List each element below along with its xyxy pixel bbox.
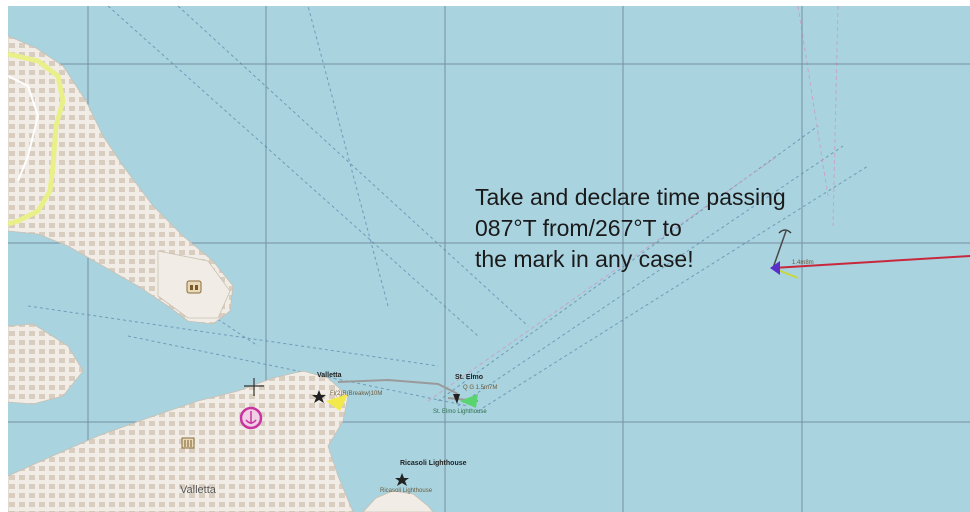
st-elmo-characteristic: Q G 1.5m7M — [463, 385, 498, 391]
valletta-town-label: Valletta — [180, 484, 216, 496]
instruction-line-1: Take and declare time passing — [475, 184, 786, 210]
valletta-light-label: Valletta — [317, 372, 342, 379]
star-icon[interactable] — [395, 473, 409, 486]
coastal-road — [8, 51, 66, 227]
ricasoli-sublabel: Ricasoli Lighthouse — [380, 488, 433, 494]
nautical-chart-map[interactable]: Valletta Fl(2)R(Breakw)10M St. Elmo Q G … — [8, 6, 970, 512]
valletta-light-characteristic: Fl(2)R(Breakw)10M — [330, 391, 383, 397]
land-west-strip — [8, 323, 84, 405]
ricasoli-label: Ricasoli Lighthouse — [400, 460, 467, 467]
land-valletta — [8, 370, 354, 512]
museum-icon[interactable] — [181, 437, 195, 449]
mark-label: 1.4m8m — [792, 260, 814, 266]
instruction-text: Take and declare time passing 087°T from… — [475, 182, 895, 275]
mark-arrows — [770, 229, 799, 279]
st-elmo-sublabel: St. Elmo Lighthouse — [433, 409, 487, 415]
castle-icon[interactable] — [186, 280, 202, 294]
inland-road — [8, 75, 40, 182]
lighthouse-icon[interactable] — [453, 394, 460, 404]
lane-separation — [427, 6, 839, 402]
chart-canvas — [8, 6, 970, 512]
land-ricasoli — [362, 490, 434, 512]
course-track-line — [772, 255, 970, 269]
star-icon[interactable] — [312, 390, 326, 403]
st-elmo-light-sector — [460, 394, 478, 408]
valletta-light-sector — [326, 394, 348, 411]
breakwater — [337, 378, 459, 395]
instruction-line-2: 087°T from/267°T to — [475, 215, 682, 241]
st-elmo-label: St. Elmo — [455, 374, 484, 381]
land-north-peninsula — [8, 35, 234, 325]
marina-icon[interactable] — [239, 406, 263, 430]
instruction-line-3: the mark in any case! — [475, 246, 694, 272]
compass-crosshair-icon — [244, 378, 264, 396]
